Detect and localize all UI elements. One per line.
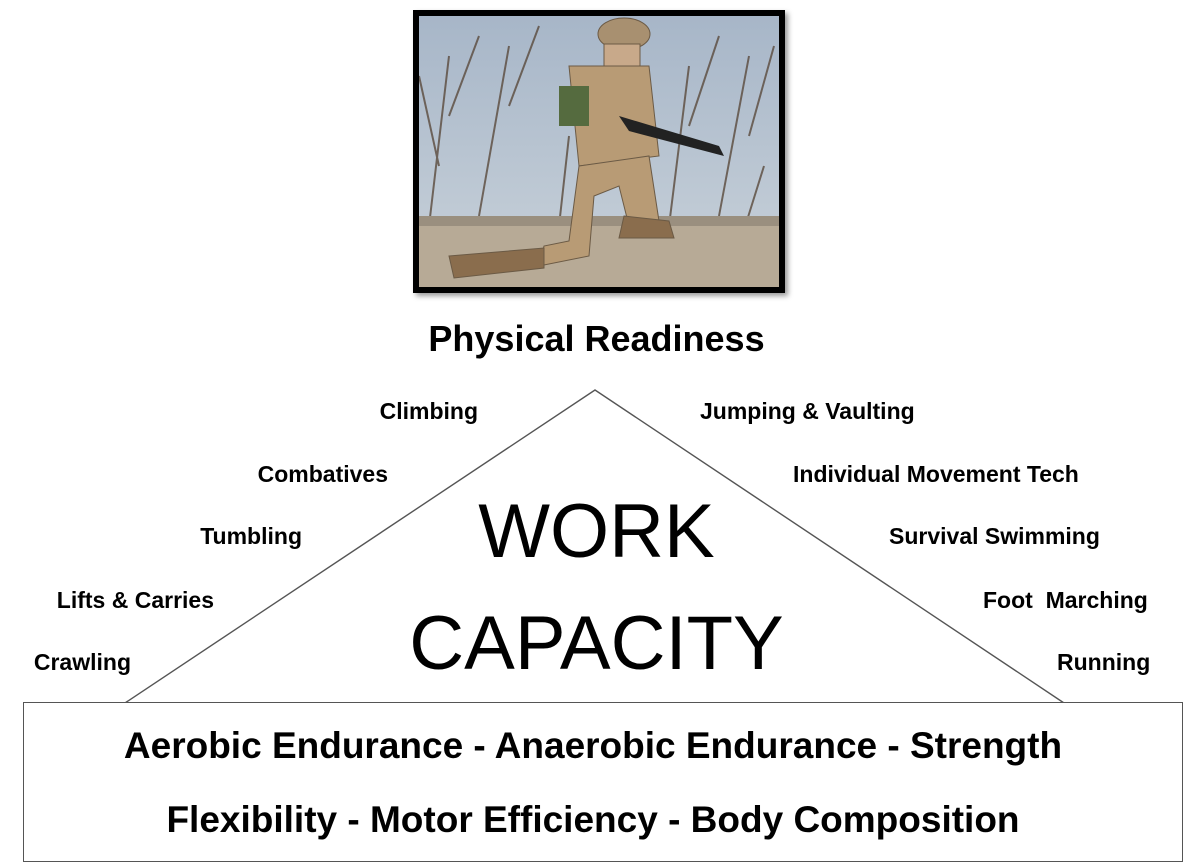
kneeling-soldier-image [419,16,779,287]
left-label-climbing: Climbing [379,398,478,424]
right-label-running: Running [1057,649,1151,675]
core-text-work: WORK [478,489,715,574]
left-label-crawling: Crawling [33,649,131,675]
core-text-capacity: CAPACITY [409,601,784,686]
base-foundation-box: Aerobic Endurance - Anaerobic Endurance … [23,702,1183,862]
left-label-combatives: Combatives [257,461,388,487]
left-label-lifts-carries: Lifts & Carries [56,587,214,613]
right-label-foot-marching: Foot Marching [983,587,1148,613]
right-label-jumping-vaulting: Jumping & Vaulting [700,398,915,424]
right-label-survival-swimming: Survival Swimming [889,523,1100,549]
base-line-1: Aerobic Endurance - Anaerobic Endurance … [123,725,1063,766]
soldier-photo [413,10,785,293]
page-title: Physical Readiness [428,318,765,359]
right-label-individual-movement: Individual Movement Tech [793,461,1079,487]
base-line-2: Flexibility - Motor Efficiency - Body Co… [166,799,1020,840]
left-label-tumbling: Tumbling [200,523,302,549]
